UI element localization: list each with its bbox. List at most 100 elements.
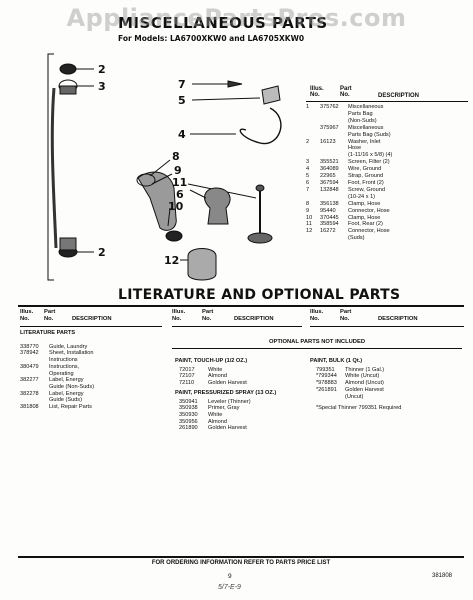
callout-5: 5 xyxy=(178,94,186,107)
part-number-cell: 370445 xyxy=(320,214,339,221)
illus-number-cell: 7 xyxy=(306,186,310,193)
part-number-cell: 72107 xyxy=(179,373,195,380)
literature-parts-label: LITERATURE PARTS xyxy=(20,330,76,336)
lit-col1-illus-no: No. xyxy=(20,316,30,322)
part-number-cell: 22965 xyxy=(320,173,336,180)
description-cell: (Uncut) xyxy=(345,393,364,400)
part-number-cell xyxy=(20,357,49,364)
literature-title: LITERATURE AND OPTIONAL PARTS xyxy=(118,287,401,303)
part-number-cell: 375762 xyxy=(320,104,339,110)
suds-connector-drawing xyxy=(187,248,217,281)
lit-col1-illus: Illus. xyxy=(20,309,34,315)
description-cell: Parts Bag xyxy=(348,110,373,117)
part-number-cell: 95440 xyxy=(320,207,336,214)
description-cell: Guide (Suds) xyxy=(49,397,82,404)
footer-rule xyxy=(18,556,464,558)
description-cell: Primer, Gray xyxy=(208,405,240,412)
lit-col3-rule xyxy=(310,326,464,327)
description-cell: White (Uncut) xyxy=(345,373,380,380)
illus-number-cell: 1 xyxy=(306,104,310,110)
lit-col3-illus: Illus. xyxy=(310,309,324,315)
part-number-cell xyxy=(320,152,348,159)
diagram-bracket xyxy=(47,53,54,281)
header-illus: Illus. xyxy=(310,86,324,92)
description-cell: Instructions xyxy=(49,357,78,364)
illus-number-cell xyxy=(306,145,320,152)
description-cell: Foot, Front (2) xyxy=(348,179,384,186)
description-cell: Miscellaneous xyxy=(348,104,384,110)
part-number-cell: 338770 xyxy=(20,343,39,350)
spray-label: PAINT, PRESSURIZED SPRAY (13 OZ.) xyxy=(175,389,277,396)
callout-10: 10 xyxy=(168,200,184,213)
washer-2-top-drawing xyxy=(59,63,77,75)
hose-clamp-8-drawing xyxy=(136,173,156,187)
lit-col3-illus-no: No. xyxy=(310,316,320,322)
description-cell: Screw, Ground xyxy=(348,186,385,193)
part-number-cell: 16272 xyxy=(320,228,336,235)
part-number-cell: 72017 xyxy=(179,366,195,373)
description-cell: Thinner (1 Gal.) xyxy=(345,366,385,373)
part-number-cell: 381808 xyxy=(20,404,39,411)
table-row: Operating xyxy=(20,371,170,378)
part-number-cell xyxy=(20,384,49,391)
description-cell: Screen, Filter (2) xyxy=(348,159,390,166)
table-row: Guide (Non-Suds) xyxy=(20,384,170,391)
part-number-cell: 132848 xyxy=(320,186,339,193)
ordering-info: FOR ORDERING INFORMATION REFER TO PARTS … xyxy=(151,560,331,566)
optional-note-rule xyxy=(172,348,462,349)
illus-number-cell xyxy=(306,111,320,118)
description-cell: (1-11/16 x 5/8) (4) xyxy=(348,152,393,159)
lit-col2-rule xyxy=(172,326,302,327)
illus-number-cell: 8 xyxy=(306,200,310,207)
part-number-cell xyxy=(320,111,348,118)
lit-col2-illus: Illus. xyxy=(172,309,186,315)
description-cell: Instructions, xyxy=(49,363,80,370)
header-description: DESCRIPTION xyxy=(378,93,420,99)
front-foot-drawing xyxy=(204,187,231,225)
description-cell: Wire, Ground xyxy=(348,166,382,173)
part-number-cell: 382278 xyxy=(20,390,39,397)
table-row: (1-11/16 x 5/8) (4) xyxy=(306,152,473,159)
illus-number-cell: 11 xyxy=(306,221,312,228)
table-row: Parts Bag (Suds) xyxy=(306,132,473,139)
description-cell: List, Repair Parts xyxy=(49,404,92,411)
part-number-cell xyxy=(316,394,345,401)
description-cell: Connector, Hose xyxy=(348,207,390,214)
description-cell: Washer, Inlet xyxy=(348,138,381,145)
callout-6: 6 xyxy=(176,188,184,201)
bulk-label: PAINT, BULK (1 Qt.) xyxy=(310,358,363,364)
header-part-no: No. xyxy=(340,92,350,98)
part-number-cell: 355521 xyxy=(320,159,339,166)
illus-number-cell xyxy=(306,194,320,201)
table-row: (Suds) xyxy=(306,235,473,242)
ground-screw-drawing xyxy=(227,80,243,88)
part-number-cell xyxy=(20,371,49,378)
part-number-cell: 367594 xyxy=(320,179,339,186)
description-cell: Golden Harvest xyxy=(208,380,247,387)
illus-number-cell xyxy=(306,132,320,139)
description-cell: White xyxy=(208,366,223,373)
handwritten-note: 5/7-E-9 xyxy=(218,584,241,591)
lit-col2-description: DESCRIPTION xyxy=(234,316,274,322)
lit-col1-description: DESCRIPTION xyxy=(72,316,112,322)
